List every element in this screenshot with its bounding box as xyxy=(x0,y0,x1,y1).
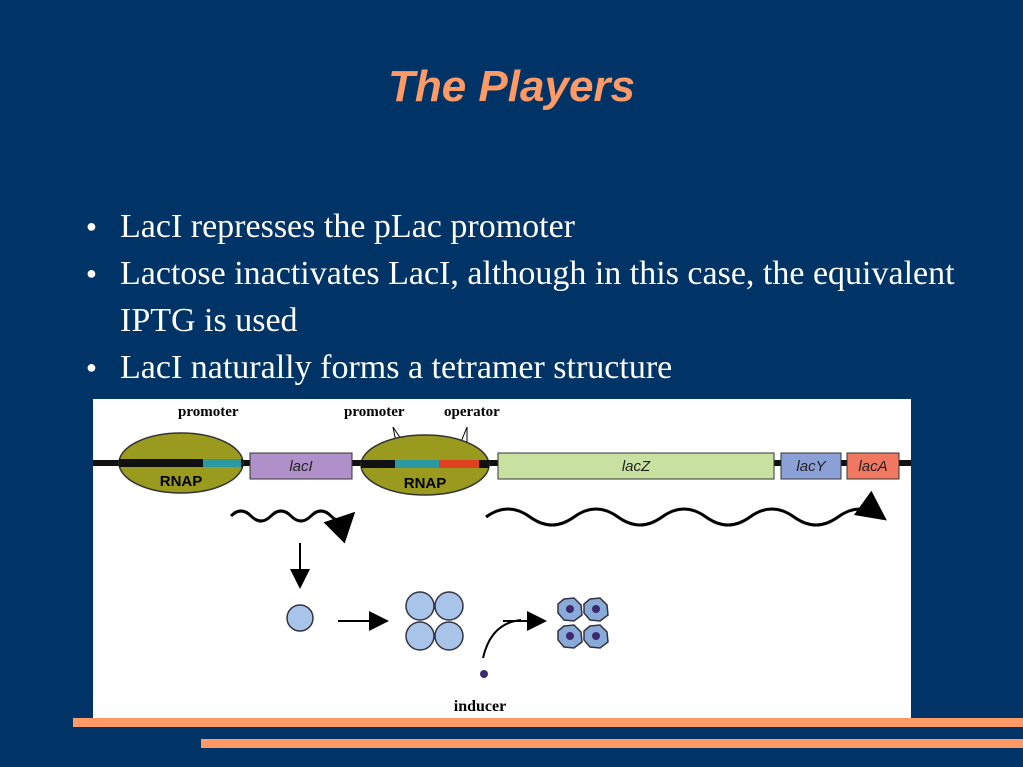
gene-lacz-label: lacZ xyxy=(622,458,651,475)
bullet-icon: ● xyxy=(86,357,97,377)
dna-segment xyxy=(119,459,243,467)
laci-mrna-squiggle xyxy=(229,509,356,544)
bullet-icon: ● xyxy=(86,263,97,283)
bullet-list: ● LacI represses the pLac promoter ● Lac… xyxy=(84,203,984,391)
operator-label: operator xyxy=(444,404,500,420)
gene-laca-label: lacA xyxy=(858,458,887,475)
operon-mrna-squiggle xyxy=(485,490,887,527)
gene-lacy-label: lacY xyxy=(796,458,826,475)
bullet-text: Lactose inactivates LacI, although in th… xyxy=(120,255,955,339)
bullet-item: ● Lactose inactivates LacI, although in … xyxy=(84,250,984,344)
bullet-text: LacI represses the pLac promoter xyxy=(120,208,575,245)
bullet-item: ● LacI naturally forms a tetramer struct… xyxy=(84,344,984,391)
accent-stripe-lower xyxy=(201,739,1023,748)
gene-laci-label: lacI xyxy=(289,458,312,475)
gene-laca xyxy=(846,452,900,480)
bound-tetramer xyxy=(557,597,609,649)
accent-stripe-upper xyxy=(73,718,1023,727)
laci-tetramer xyxy=(405,591,464,651)
rnap-label: RNAP xyxy=(404,475,447,492)
gene-lacy xyxy=(780,452,842,480)
bullet-icon: ● xyxy=(86,216,97,236)
promoter-label: promoter xyxy=(178,404,239,420)
slide-title: The Players xyxy=(387,62,636,111)
rnap-label: RNAP xyxy=(160,473,203,490)
promoter-label: promoter xyxy=(344,404,405,420)
gene-laci xyxy=(249,452,353,480)
lac-operon-diagram: promoter promoter operator RNAP lacI RNA… xyxy=(93,399,911,719)
bullet-item: ● LacI represses the pLac promoter xyxy=(84,203,984,250)
promoter-site-right xyxy=(395,460,439,468)
inducer-curve xyxy=(482,619,522,659)
inducer-label: inducer xyxy=(454,698,506,715)
bullet-text: LacI naturally forms a tetramer structur… xyxy=(120,349,673,386)
laci-monomer xyxy=(286,604,314,632)
operator-site xyxy=(439,460,479,468)
promoter-site-left xyxy=(203,459,241,467)
gene-lacz xyxy=(497,452,775,480)
inducer-molecule xyxy=(480,670,488,678)
